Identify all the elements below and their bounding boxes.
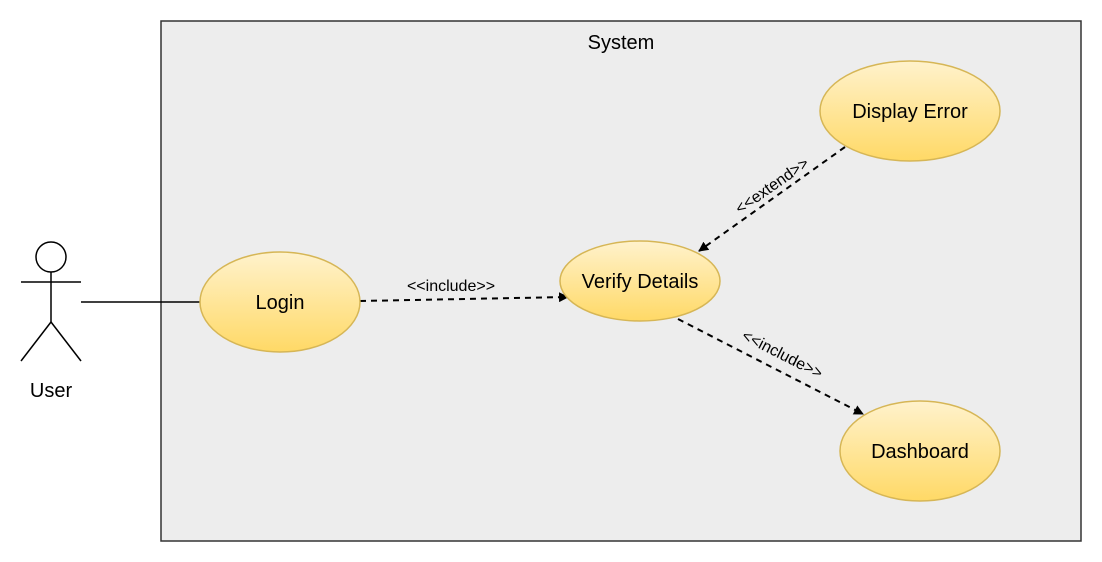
relation-login-verify: <<include>> xyxy=(359,278,569,303)
usecase-verify-details[interactable]: Verify Details xyxy=(559,240,721,322)
system-title: System xyxy=(588,32,655,54)
actor-user[interactable]: User xyxy=(20,241,82,402)
actor-head xyxy=(35,241,67,273)
actor-right-leg xyxy=(50,321,82,362)
usecase-login[interactable]: Login xyxy=(199,251,361,353)
actor-left-leg xyxy=(20,321,52,362)
usecase-dashboard[interactable]: Dashboard xyxy=(839,400,1001,502)
usecase-verify-label: Verify Details xyxy=(582,271,699,293)
relation-login-verify-label: <<include>> xyxy=(407,278,495,295)
usecase-login-label: Login xyxy=(256,292,305,314)
usecase-display-error-label: Display Error xyxy=(852,101,968,123)
actor-label: User xyxy=(30,380,73,402)
usecase-dashboard-label: Dashboard xyxy=(871,441,969,463)
usecase-display-error[interactable]: Display Error xyxy=(819,60,1001,162)
